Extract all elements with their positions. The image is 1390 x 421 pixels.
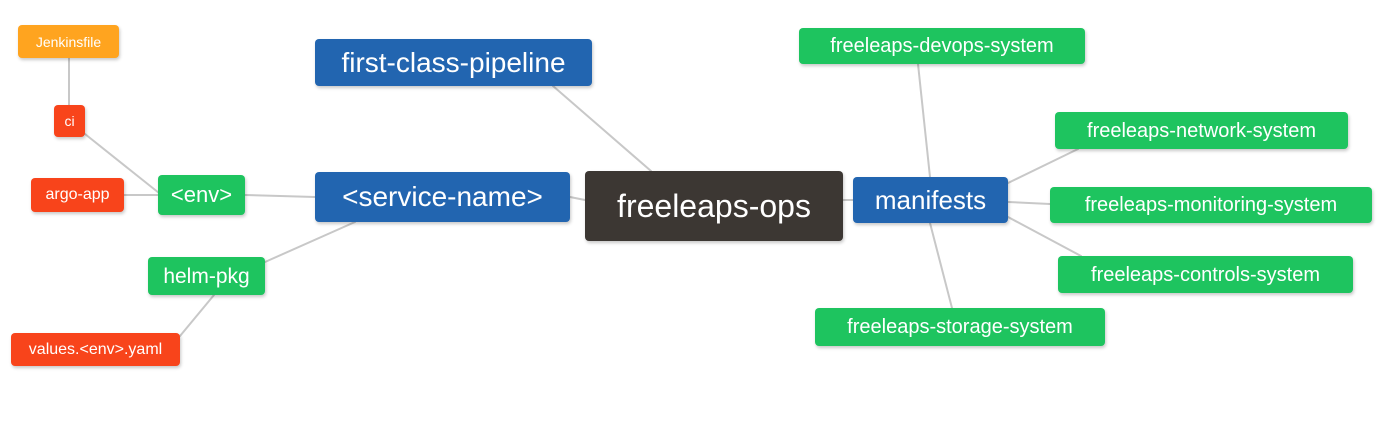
node-env[interactable]: <env> (158, 175, 245, 215)
node-label-manifests: manifests (874, 185, 987, 215)
node-values-env-yaml[interactable]: values.<env>.yaml (11, 333, 180, 366)
node-freeleaps-controls-system[interactable]: freeleaps-controls-system (1058, 256, 1353, 293)
node-argo-app[interactable]: argo-app (31, 178, 124, 212)
edge-manifests-to-freeleaps-devops-system (917, 63, 931, 178)
node-freeleaps-devops-system[interactable]: freeleaps-devops-system (799, 28, 1085, 64)
node-label-argo-app: argo-app (45, 186, 110, 203)
node-label-jenkinsfile: Jenkinsfile (35, 33, 102, 50)
node-service-name[interactable]: <service-name> (315, 172, 570, 222)
node-manifests[interactable]: manifests (853, 177, 1008, 223)
node-freeleaps-network-system[interactable]: freeleaps-network-system (1055, 112, 1348, 149)
edge-service-name-to-freeleaps-ops (569, 196, 586, 201)
node-label-ci: ci (64, 113, 75, 129)
node-label-freeleaps-monitoring-system: freeleaps-monitoring-system (1084, 194, 1338, 216)
node-label-freeleaps-ops: freeleaps-ops (617, 188, 811, 224)
node-label-freeleaps-devops-system: freeleaps-devops-system (830, 35, 1054, 57)
node-label-values-env-yaml: values.<env>.yaml (28, 340, 163, 358)
edge-manifests-to-freeleaps-storage-system (929, 222, 953, 309)
node-first-class-pipeline[interactable]: first-class-pipeline (315, 39, 592, 86)
node-label-freeleaps-network-system: freeleaps-network-system (1087, 119, 1316, 142)
node-ci[interactable]: ci (54, 105, 85, 137)
node-helm-pkg[interactable]: helm-pkg (148, 257, 265, 295)
edge-helm-pkg-to-service-name (264, 221, 356, 263)
node-label-env: <env> (170, 182, 233, 207)
edge-first-class-pipeline-to-freeleaps-ops (552, 85, 652, 172)
edge-manifests-to-freeleaps-network-system (1007, 148, 1079, 184)
node-label-freeleaps-controls-system: freeleaps-controls-system (1091, 263, 1320, 286)
node-freeleaps-monitoring-system[interactable]: freeleaps-monitoring-system (1050, 187, 1372, 223)
node-label-freeleaps-storage-system: freeleaps-storage-system (847, 316, 1073, 338)
node-label-helm-pkg: helm-pkg (163, 264, 250, 288)
node-freeleaps-ops[interactable]: freeleaps-ops (585, 171, 843, 241)
node-jenkinsfile[interactable]: Jenkinsfile (18, 25, 119, 58)
node-label-service-name: <service-name> (342, 181, 543, 212)
edge-env-to-service-name (244, 194, 316, 198)
node-freeleaps-storage-system[interactable]: freeleaps-storage-system (815, 308, 1105, 346)
edge-values-env-yaml-to-helm-pkg (179, 294, 215, 337)
node-label-first-class-pipeline: first-class-pipeline (341, 46, 566, 78)
edge-manifests-to-freeleaps-monitoring-system (1007, 201, 1051, 205)
